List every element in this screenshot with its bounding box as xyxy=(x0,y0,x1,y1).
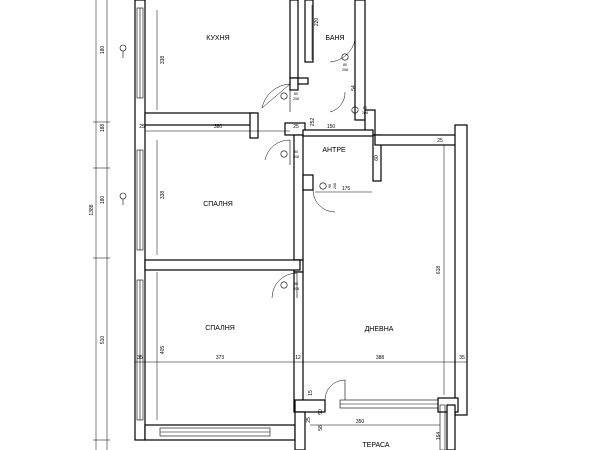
dim-bot-35b: 35 xyxy=(459,355,465,361)
left-dimension-chain: 180 188 180 510 1388 xyxy=(89,0,110,450)
door-tag-3-b: 208 xyxy=(362,111,368,115)
interior-dimensions: 338 220 54 380 25 25 25 150 252 60 175 3… xyxy=(135,5,467,440)
door-tag-6-b: 208 xyxy=(333,183,337,189)
dim-hall-60: 60 xyxy=(374,155,380,161)
dim-hall-252: 252 xyxy=(310,118,316,127)
room-terrace: ТЕРАСА xyxy=(362,442,390,449)
dim-bath-w: 220 xyxy=(314,18,320,27)
dim-hall-380: 380 xyxy=(214,124,223,130)
dim-left-180b: 180 xyxy=(100,196,106,205)
dim-bath-54: 54 xyxy=(351,85,357,91)
room-bedroom-2: СПАЛНЯ xyxy=(205,325,235,332)
dim-hall-25b: 25 xyxy=(293,124,299,130)
dim-ter-15: 15 xyxy=(308,390,314,396)
door-tag-2: 80 208 xyxy=(341,53,349,72)
room-hall: АНТРЕ xyxy=(322,147,346,154)
dim-hall-25c: 25 xyxy=(437,138,443,144)
door-tag-1: 80 208 xyxy=(280,92,299,101)
door-tag-4-a: 80 xyxy=(294,150,298,154)
dim-ter-58: 58 xyxy=(318,425,324,431)
dim-bot-35a: 35 xyxy=(137,355,143,361)
door-tag-3: 80 208 xyxy=(351,106,368,115)
door-tag-4: 80 208 xyxy=(280,150,299,159)
room-kitchen: КУХНЯ xyxy=(206,35,229,42)
dim-ter-350: 350 xyxy=(356,419,365,425)
door-tag-6: 90 208 xyxy=(319,182,337,190)
dim-ter-25: 25 xyxy=(306,417,312,423)
dim-kitchen-h: 338 xyxy=(160,56,166,65)
dim-bed2-h: 405 xyxy=(160,346,166,355)
room-bedroom-1: СПАЛНЯ xyxy=(203,201,233,208)
dim-left-180: 180 xyxy=(100,46,106,55)
dim-left-total: 1388 xyxy=(89,204,95,215)
dim-ter-164: 164 xyxy=(436,432,442,441)
dim-hall-150: 150 xyxy=(327,124,336,130)
dim-bot-373: 373 xyxy=(216,355,225,361)
door-tag-2-b: 208 xyxy=(342,68,348,72)
door-tag-6-a: 90 xyxy=(328,184,332,188)
room-bath: БАНЯ xyxy=(325,35,344,42)
dim-hall-175: 175 xyxy=(342,186,351,192)
dim-living-h: 618 xyxy=(436,266,442,275)
dim-bot-12: 12 xyxy=(295,355,301,361)
door-tag-5-a: 80 xyxy=(294,282,298,286)
room-living: ДНЕВНА xyxy=(365,326,394,333)
door-tag-5: 80 208 xyxy=(280,281,299,291)
dim-bot-388: 388 xyxy=(376,355,385,361)
door-tag-1-b: 208 xyxy=(293,97,299,101)
room-labels: КУХНЯ БАНЯ АНТРЕ СПАЛНЯ СПАЛНЯ ДНЕВНА ТЕ… xyxy=(203,35,394,449)
dim-left-188: 188 xyxy=(100,124,106,133)
door-tag-2-a: 80 xyxy=(343,63,347,67)
door-tag-5-b: 208 xyxy=(293,287,299,291)
doors xyxy=(261,39,356,401)
dim-bed1-h: 338 xyxy=(160,191,166,200)
door-tag-4-b: 208 xyxy=(293,155,299,159)
dim-hall-25a: 25 xyxy=(139,124,145,130)
door-tags: 80 208 80 208 80 208 80 208 80 208 90 20… xyxy=(280,53,368,291)
dim-left-510: 510 xyxy=(100,336,106,345)
dim-ter-50: 50 xyxy=(318,409,324,415)
door-tag-3-a: 80 xyxy=(363,106,367,110)
door-tag-1-a: 80 xyxy=(294,92,298,96)
walls xyxy=(134,0,468,450)
left-window-markers xyxy=(119,44,127,205)
